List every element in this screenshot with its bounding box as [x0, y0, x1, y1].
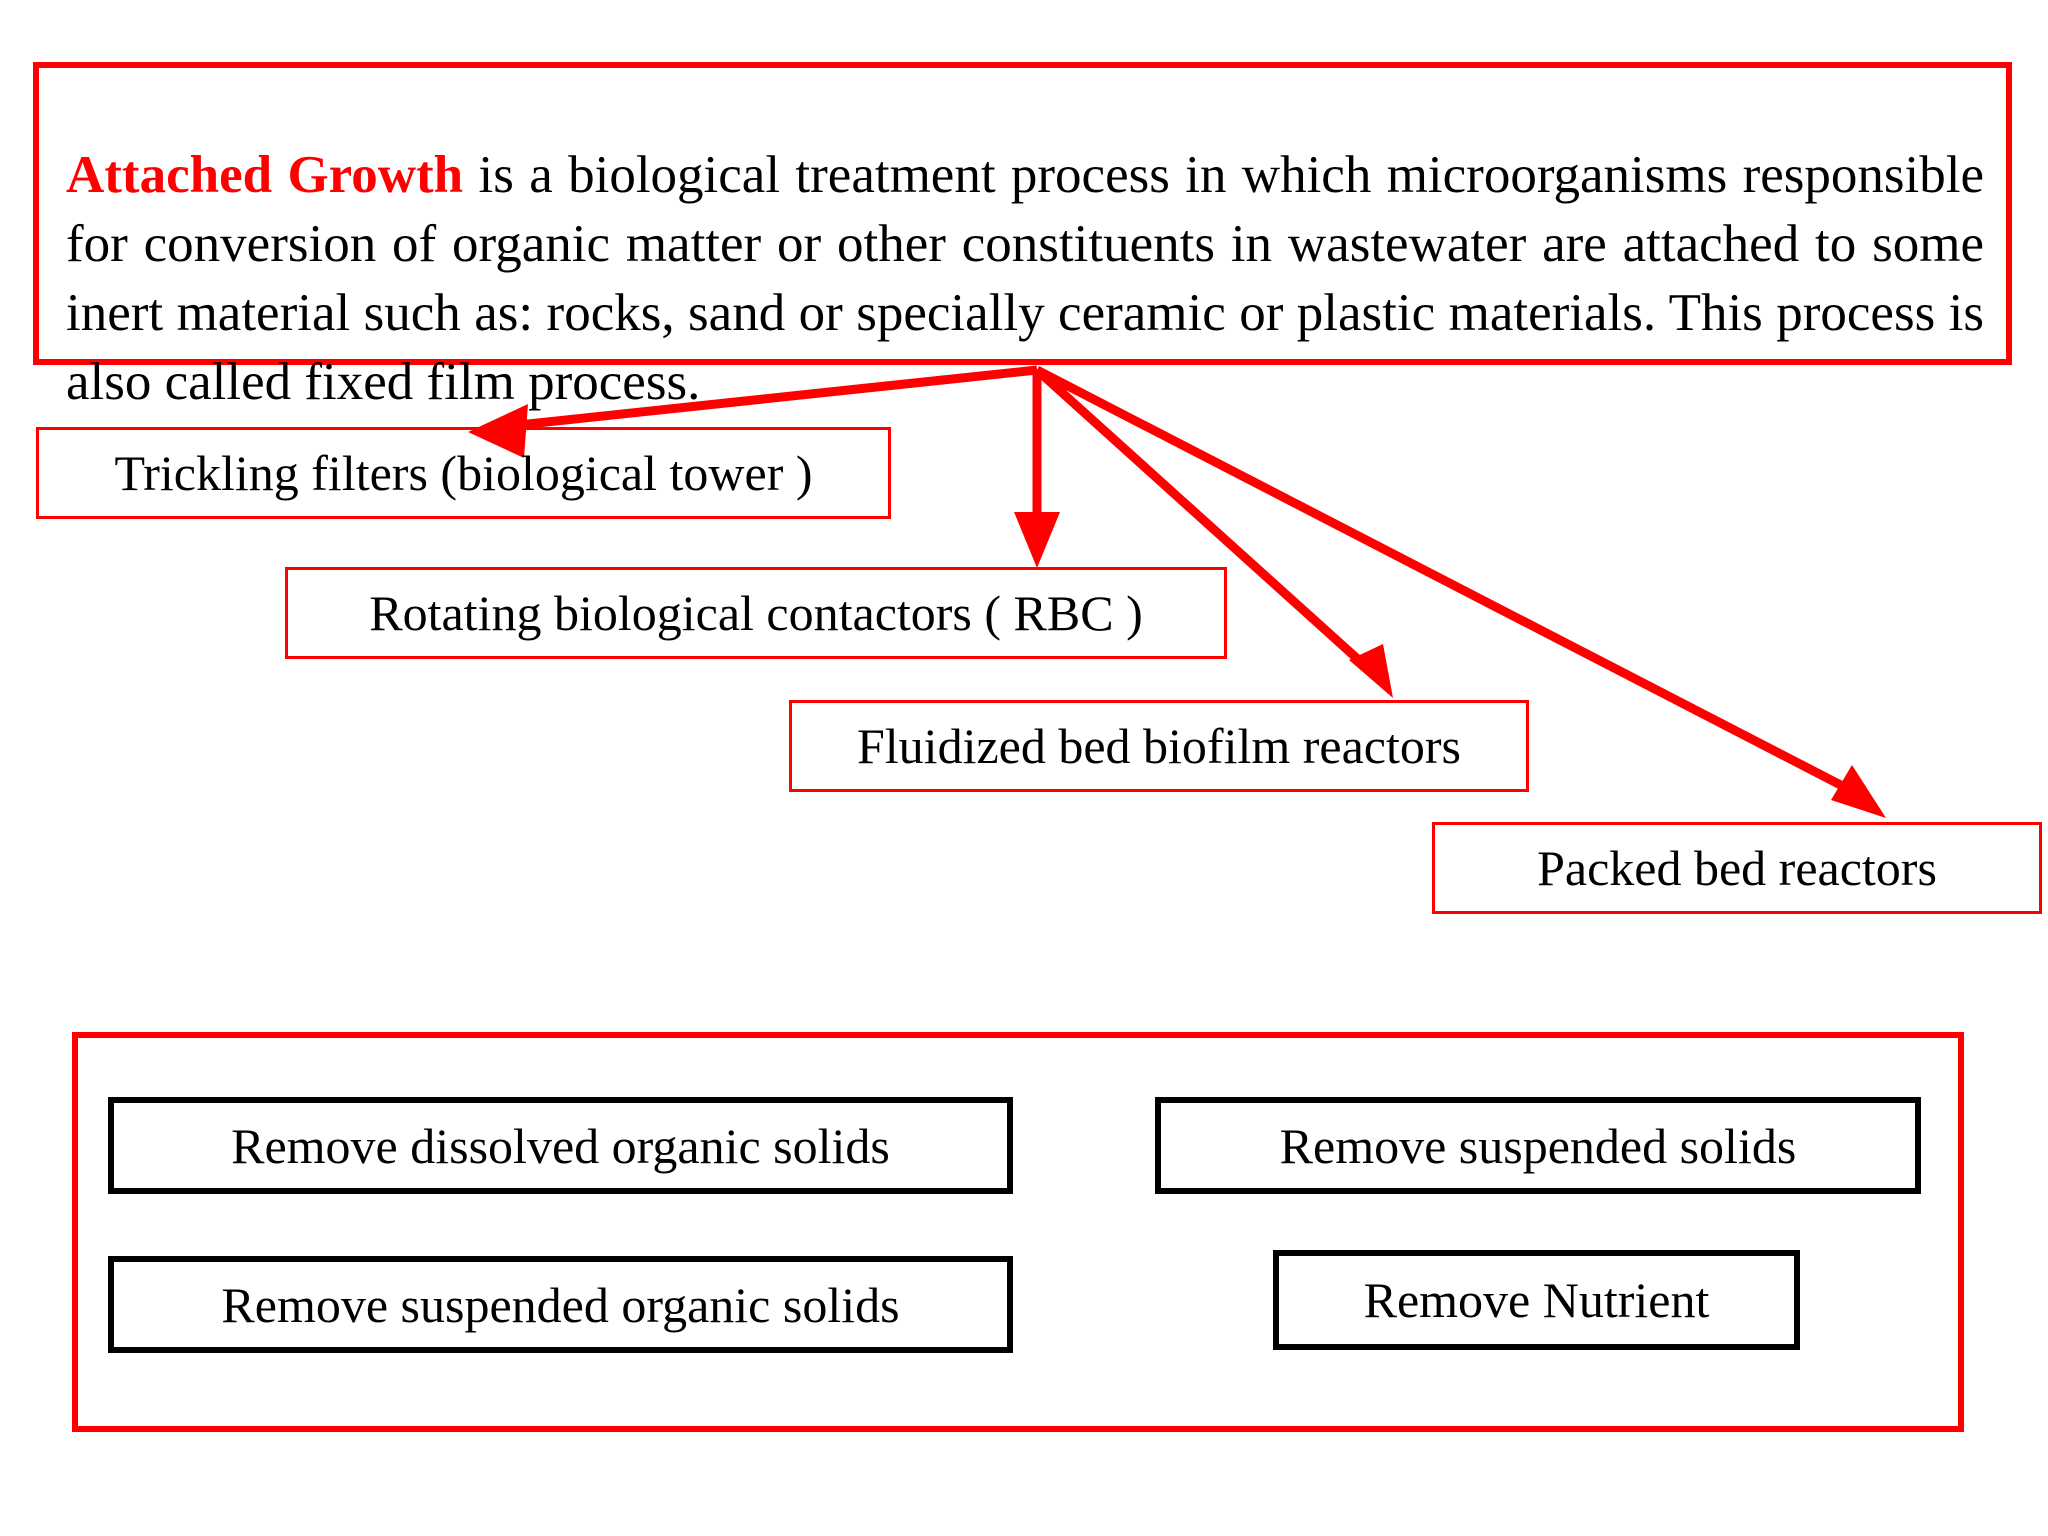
process-label-rotating-biological-contactors: Rotating biological contactors ( RBC ) [369, 585, 1143, 641]
definition-text: Attached Growth is a biological treatmen… [66, 141, 1984, 417]
goal-box-remove-suspended-solids[interactable]: Remove suspended solids [1155, 1097, 1921, 1194]
goal-box-remove-dissolved-organic-solids[interactable]: Remove dissolved organic solids [108, 1097, 1013, 1194]
process-box-rotating-biological-contactors[interactable]: Rotating biological contactors ( RBC ) [285, 567, 1227, 659]
process-box-packed-bed-reactors[interactable]: Packed bed reactors [1432, 822, 2042, 914]
process-box-trickling-filters[interactable]: Trickling filters (biological tower ) [36, 427, 891, 519]
goal-label-remove-dissolved-organic-solids: Remove dissolved organic solids [231, 1117, 890, 1174]
goal-label-remove-suspended-organic-solids: Remove suspended organic solids [221, 1276, 900, 1333]
goal-box-remove-suspended-organic-solids[interactable]: Remove suspended organic solids [108, 1256, 1013, 1353]
process-box-fluidized-bed-biofilm-reactors[interactable]: Fluidized bed biofilm reactors [789, 700, 1529, 792]
definition-body: is a biological treatment process in whi… [66, 146, 1984, 411]
goal-box-remove-nutrient[interactable]: Remove Nutrient [1273, 1250, 1800, 1350]
process-label-fluidized-bed-biofilm-reactors: Fluidized bed biofilm reactors [856, 718, 1461, 774]
goal-label-remove-suspended-solids: Remove suspended solids [1279, 1117, 1797, 1174]
goal-label-remove-nutrient: Remove Nutrient [1363, 1272, 1710, 1328]
removal-goals-panel [72, 1032, 1964, 1432]
definition-panel: Attached Growth is a biological treatmen… [33, 62, 2012, 411]
process-label-trickling-filters: Trickling filters (biological tower ) [114, 445, 813, 501]
process-label-packed-bed-reactors: Packed bed reactors [1537, 840, 1937, 896]
definition-keyword: Attached Growth [66, 146, 464, 204]
